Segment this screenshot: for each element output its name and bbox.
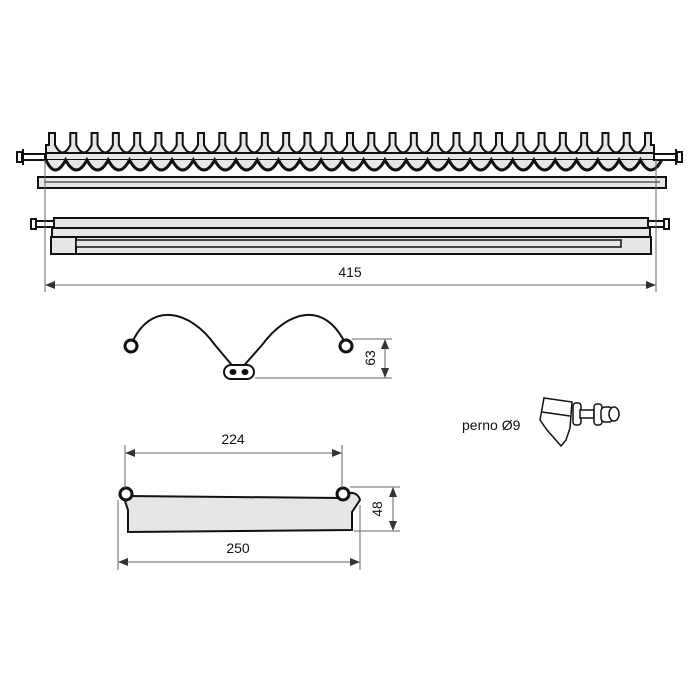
tray-profile: [118, 486, 362, 534]
wire-profile: [123, 314, 354, 380]
left-pin-icon: [16, 149, 46, 165]
dimension-label-250: 250: [226, 540, 250, 556]
dimension-label-48: 48: [369, 501, 385, 517]
rack-scallops: [44, 156, 663, 172]
rack-tooth-row: [45, 132, 655, 154]
dimension-250: [117, 500, 361, 570]
rack-scallop-row: [44, 156, 663, 172]
rack-top-view: [16, 132, 683, 189]
pin-detail-icon: [539, 397, 620, 448]
dimension-63: [255, 338, 392, 379]
pin-label: perno Ø9: [462, 417, 521, 433]
dimension-224: [124, 445, 343, 488]
rack-side-view: [30, 217, 670, 255]
dimension-label-63: 63: [362, 350, 378, 366]
right-pin-icon: [653, 149, 683, 165]
dimension-label-415: 415: [338, 264, 362, 280]
dimension-415: [44, 160, 657, 292]
rack-teeth: [45, 132, 655, 154]
dimension-label-224: 224: [221, 431, 245, 447]
dimension-48: [350, 486, 400, 532]
rack-bar: [45, 152, 655, 161]
right-pin-icon: [647, 218, 670, 230]
left-pin-icon: [30, 218, 55, 230]
